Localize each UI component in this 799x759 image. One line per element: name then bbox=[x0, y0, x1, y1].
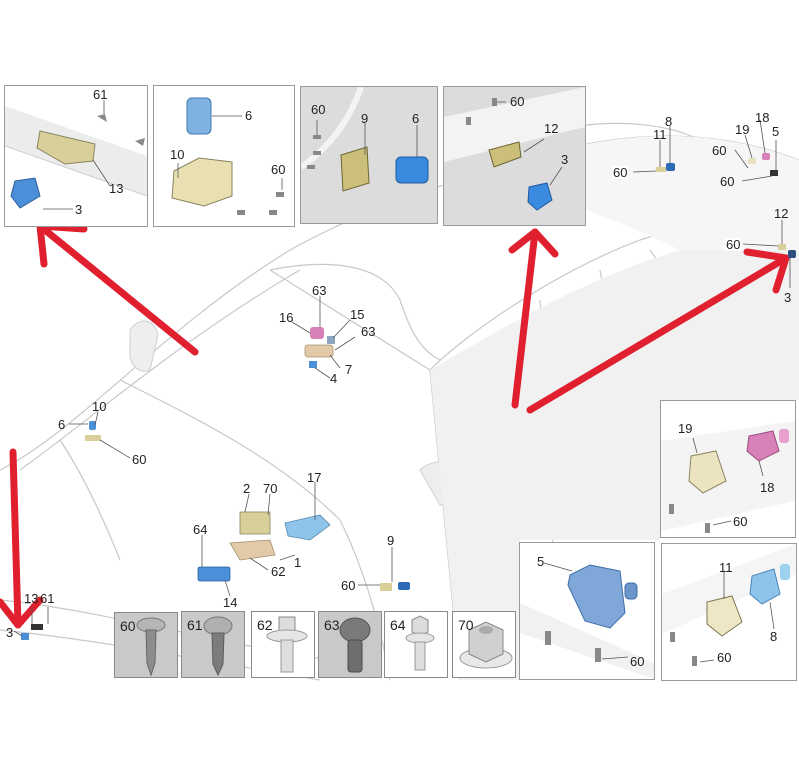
arrow-rear-side-camera bbox=[526, 254, 790, 414]
callout-3-rear-side: 3 bbox=[784, 290, 792, 305]
callout-60-rear-a: 60 bbox=[612, 165, 629, 180]
inset-rear-camera: 60 12 3 bbox=[443, 86, 586, 226]
callout-9-door: 9 bbox=[386, 533, 396, 548]
callout-19-rear: 19 bbox=[735, 122, 750, 137]
inset-9-6: 60 9 6 bbox=[300, 86, 438, 224]
inset-610-label-10: 10 bbox=[170, 147, 185, 162]
inset-118-label-11: 11 bbox=[719, 560, 733, 575]
inset-front-label-3: 3 bbox=[75, 202, 83, 217]
inset-rear-label-60: 60 bbox=[510, 94, 525, 109]
arrow-bumper-camera bbox=[9, 448, 22, 629]
inset-front-label-61: 61 bbox=[93, 87, 108, 102]
callout-5-rear: 5 bbox=[772, 124, 780, 139]
callout-15: 15 bbox=[350, 307, 365, 322]
callout-60-rear-c: 60 bbox=[720, 174, 735, 189]
arrow-front-camera bbox=[36, 222, 199, 356]
callout-63-right: 63 bbox=[361, 324, 376, 339]
part-glyphs-on-car bbox=[21, 153, 796, 640]
inset-610-label-6: 6 bbox=[245, 108, 253, 123]
inset-96-label-60: 60 bbox=[311, 102, 326, 117]
callout-62: 62 bbox=[271, 564, 286, 579]
inset-front-camera: 61 13 3 bbox=[4, 85, 148, 227]
fastener-60: 60 bbox=[114, 612, 178, 678]
inset-front-label-13: 13 bbox=[109, 181, 124, 196]
fastener-61: 61 bbox=[181, 611, 245, 678]
inset-1918-label-18: 18 bbox=[760, 480, 775, 495]
callout-18-rear: 18 bbox=[755, 110, 770, 125]
callout-63-top: 63 bbox=[312, 283, 327, 298]
inset-5: 5 60 bbox=[519, 542, 655, 680]
callout-3-bumper: 3 bbox=[6, 625, 14, 640]
inset-1918-label-19: 19 bbox=[678, 421, 693, 436]
inset-118-label-8: 8 bbox=[770, 629, 778, 644]
callout-70: 70 bbox=[263, 481, 278, 496]
callout-11-rear: 11 bbox=[653, 127, 667, 142]
callout-61-bumper: 61 bbox=[40, 591, 55, 606]
inset-5-label-60: 60 bbox=[630, 654, 645, 669]
fastener-62: 62 bbox=[251, 611, 315, 678]
inset-118-label-60: 60 bbox=[717, 650, 732, 665]
callout-4: 4 bbox=[330, 371, 338, 386]
pointer-arrows bbox=[0, 222, 790, 629]
callout-17: 17 bbox=[307, 470, 322, 485]
callout-6-front: 6 bbox=[58, 417, 66, 432]
inset-96-label-6: 6 bbox=[412, 111, 420, 126]
callout-14: 14 bbox=[223, 595, 238, 610]
callout-60-front: 60 bbox=[132, 452, 147, 467]
inset-19-18: 19 18 60 bbox=[660, 400, 796, 538]
inset-rear-label-3: 3 bbox=[561, 152, 569, 167]
fastener-60-number: 60 bbox=[120, 618, 136, 634]
inset-5-label-5: 5 bbox=[537, 554, 545, 569]
callout-10-front: 10 bbox=[92, 399, 107, 414]
callout-7: 7 bbox=[345, 362, 353, 377]
fastener-64-number: 64 bbox=[390, 617, 406, 633]
inset-1918-label-60: 60 bbox=[733, 514, 748, 529]
callout-64: 64 bbox=[193, 522, 208, 537]
fastener-64: 64 bbox=[384, 611, 448, 678]
callout-8-rear: 8 bbox=[665, 114, 673, 129]
inset-6-10: 6 10 60 bbox=[153, 85, 295, 227]
inset-11-8: 11 8 60 bbox=[661, 543, 797, 681]
fastener-62-number: 62 bbox=[257, 617, 273, 633]
inset-rear-label-12: 12 bbox=[544, 121, 559, 136]
callout-2: 2 bbox=[243, 481, 251, 496]
fastener-63-number: 63 bbox=[324, 617, 340, 633]
arrow-rear-camera-inset bbox=[511, 228, 539, 409]
callout-60-rear-b: 60 bbox=[712, 143, 727, 158]
fastener-70: 70 bbox=[452, 611, 516, 678]
callout-13-bumper: 13 bbox=[24, 591, 39, 606]
callout-12-rear-side: 12 bbox=[774, 206, 789, 221]
callout-60-rear-side: 60 bbox=[725, 237, 742, 252]
callout-1: 1 bbox=[294, 555, 302, 570]
inset-610-label-60: 60 bbox=[271, 162, 286, 177]
inset-96-label-9: 9 bbox=[361, 111, 369, 126]
fastener-70-number: 70 bbox=[458, 617, 474, 633]
fastener-61-number: 61 bbox=[187, 617, 203, 633]
callout-60-door: 60 bbox=[340, 578, 357, 593]
callout-16: 16 bbox=[279, 310, 294, 325]
fastener-63: 63 bbox=[318, 611, 382, 678]
